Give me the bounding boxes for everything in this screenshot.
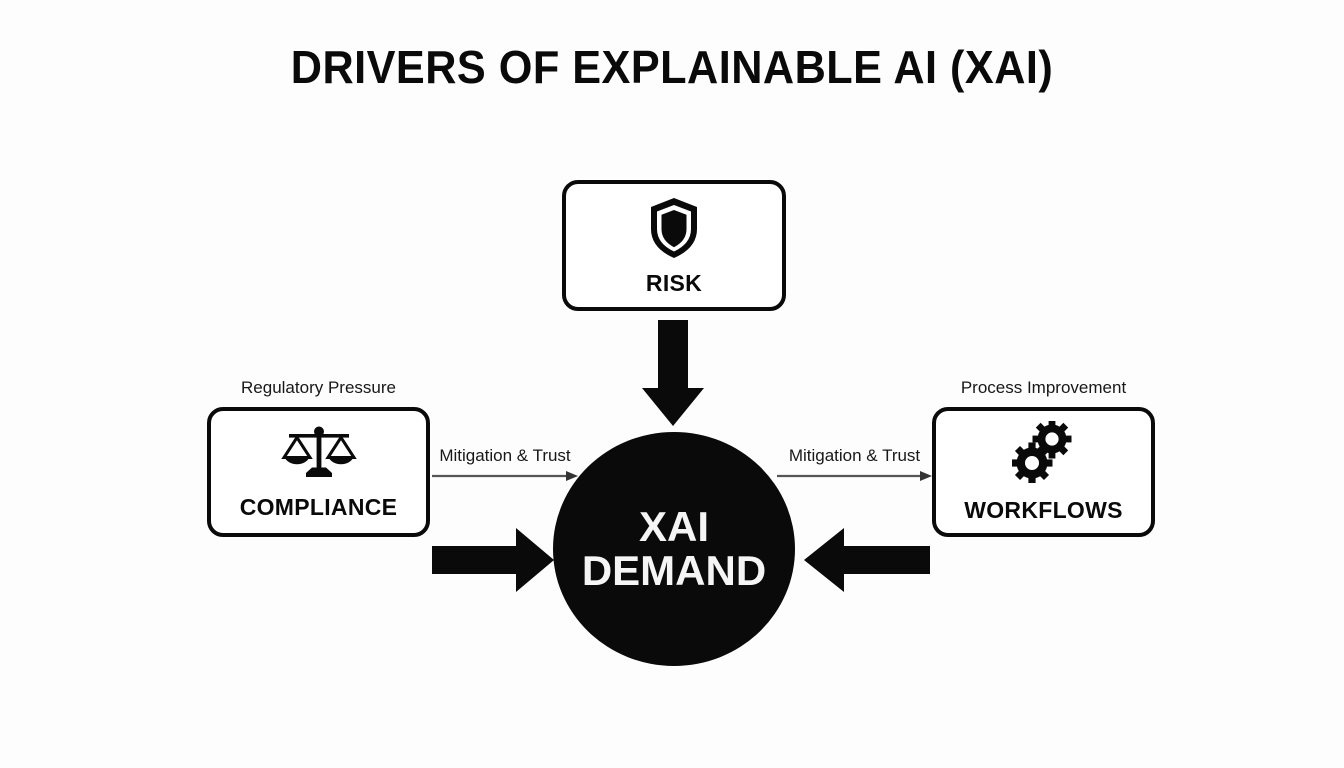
arrow-left-block-icon (804, 528, 930, 592)
node-workflows-label: WORKFLOWS (964, 496, 1123, 523)
node-compliance[interactable]: COMPLIANCE (207, 407, 430, 537)
hub-label-line2: DEMAND (581, 547, 767, 594)
node-risk[interactable]: RISK (562, 180, 786, 311)
hub-label-line1: XAI (638, 503, 709, 551)
caption-regulatory-pressure: Regulatory Pressure (241, 378, 396, 397)
arrow-right-thin-icon (777, 471, 932, 481)
arrow-right-block-icon (432, 528, 554, 592)
arrow-down-block-icon (642, 320, 704, 426)
shield-icon (647, 196, 701, 260)
node-workflows[interactable]: WORKFLOWS (932, 407, 1155, 537)
arrow-right-thin-icon (432, 471, 578, 481)
node-risk-label: RISK (645, 270, 703, 296)
hub-xai-demand[interactable]: XAI DEMAND (553, 432, 795, 666)
gears-icon (1011, 419, 1076, 483)
caption-process-improvement: Process Improvement (960, 378, 1127, 397)
connector-right-thin: Mitigation & Trust (777, 446, 932, 484)
balance-scales-icon (280, 424, 357, 482)
node-compliance-label: COMPLIANCE (239, 493, 398, 520)
connector-left-thin: Mitigation & Trust (432, 446, 578, 484)
connector-left-thin-label: Mitigation & Trust (439, 446, 571, 465)
page-title: DRIVERS OF EXPLAINABLE AI (XAI) (290, 41, 1054, 93)
connector-right-thin-label: Mitigation & Trust (788, 446, 921, 465)
